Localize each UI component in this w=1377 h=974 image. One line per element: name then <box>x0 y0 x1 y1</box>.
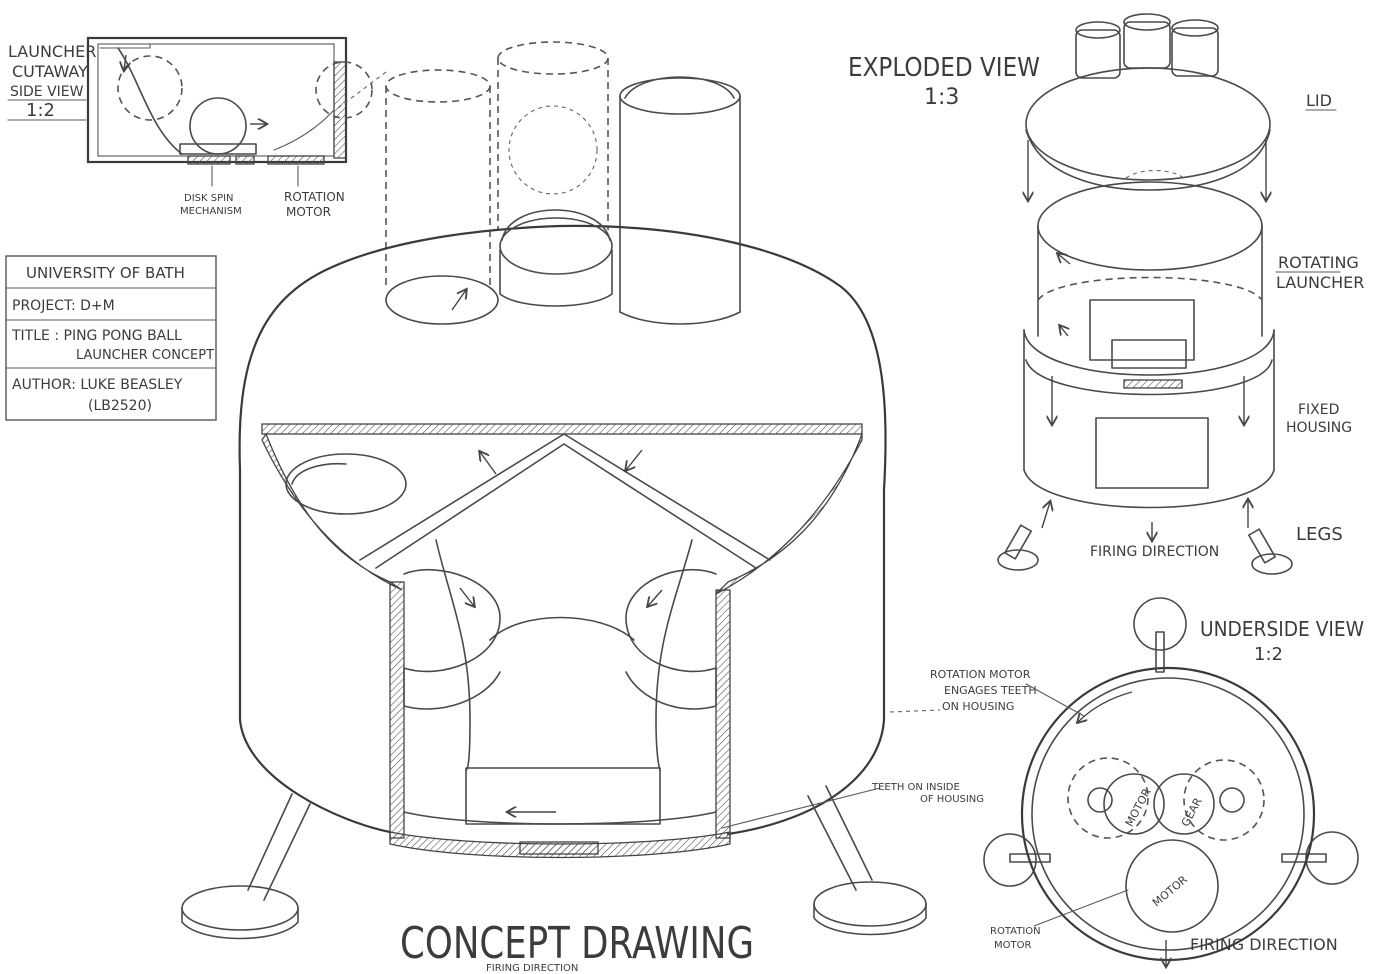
underside-firing-label: FIRING DIRECTION <box>1190 935 1338 954</box>
cutaway-side-view: LAUNCHER CUTAWAY SIDE VIEW 1:2 DISK SPIN… <box>7 36 373 219</box>
title-block-title-1: TITLE : PING PONG BALL <box>11 328 182 344</box>
main-firing-direction: FIRING DIRECTION <box>486 963 578 974</box>
title-block-project: PROJECT: D+M <box>12 298 115 314</box>
underside-heading: UNDERSIDE VIEW <box>1200 617 1364 641</box>
underside-note-1: ROTATION MOTOR <box>930 668 1031 681</box>
title-block-author-2: (LB2520) <box>88 398 152 414</box>
underside-note-3: ON HOUSING <box>942 700 1014 713</box>
cutaway-scale: 1:2 <box>26 100 55 121</box>
legs-label: LEGS <box>1296 524 1343 545</box>
teeth-label-2: OF HOUSING <box>920 794 984 805</box>
main-concept-view: TEETH ON INSIDE OF HOUSING CONCEPT DRAWI… <box>181 41 984 974</box>
rotation-motor-label-1: ROTATION <box>284 190 345 204</box>
underside-rotation-motor-2: MOTOR <box>994 940 1031 951</box>
title-block: UNIVERSITY OF BATH PROJECT: D+M TITLE : … <box>5 255 217 421</box>
title-block-title-2: LAUNCHER CONCEPT <box>76 348 214 363</box>
exploded-heading: EXPLODED VIEW <box>848 53 1040 83</box>
disk-spin-label-1: DISK SPIN <box>184 193 234 204</box>
underside-view: UNDERSIDE VIEW 1:2 MOTOR GEAR MOTOR ROTA… <box>930 597 1364 966</box>
teeth-label-1: TEETH ON INSIDE <box>871 782 960 793</box>
underside-motor-label: MOTOR <box>1123 786 1154 829</box>
fixed-label-2: HOUSING <box>1286 420 1352 436</box>
title-block-university: UNIVERSITY OF BATH <box>26 264 185 282</box>
underside-motor-bottom-label: MOTOR <box>1150 873 1190 910</box>
rotation-motor-label-2: MOTOR <box>286 205 331 219</box>
disk-spin-label-2: MECHANISM <box>180 206 242 217</box>
underside-note-2: ENGAGES TEETH <box>944 684 1037 697</box>
title-block-author-1: AUTHOR: LUKE BEASLEY <box>12 377 183 393</box>
cutaway-heading-2: CUTAWAY <box>12 62 88 81</box>
fixed-label-1: FIXED <box>1298 402 1339 418</box>
lid-label: LID <box>1306 91 1332 110</box>
exploded-view: EXPLODED VIEW 1:3 LID ROTATING LAUNCHER <box>848 13 1364 575</box>
underside-scale: 1:2 <box>1254 644 1283 665</box>
underside-rotation-motor-1: ROTATION <box>990 926 1041 937</box>
cutaway-heading-3: SIDE VIEW <box>10 84 84 100</box>
rotating-label-2: LAUNCHER <box>1276 273 1364 292</box>
exploded-scale: 1:3 <box>924 85 959 110</box>
cutaway-heading-1: LAUNCHER <box>8 42 96 61</box>
underside-gear-label: GEAR <box>1179 795 1205 828</box>
concept-drawing-title: CONCEPT DRAWING <box>400 918 754 969</box>
rotating-label-1: ROTATING <box>1278 253 1359 272</box>
exploded-firing-label: FIRING DIRECTION <box>1090 544 1219 560</box>
